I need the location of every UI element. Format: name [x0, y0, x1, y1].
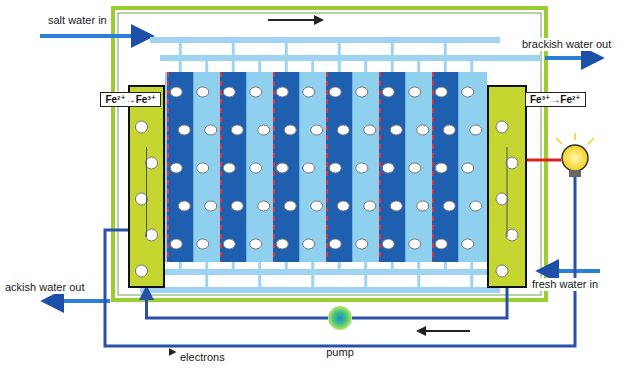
- outlet-arrow: [545, 56, 600, 60]
- inlet-arrow: [40, 34, 150, 38]
- pump-symbol: [310, 306, 370, 332]
- light-bulb: [556, 133, 594, 177]
- flow-label: brackish water out: [520, 38, 613, 51]
- pump-label: pump: [310, 346, 370, 358]
- reaction-label: Fe³⁺→Fe²⁺: [525, 92, 586, 107]
- fresh-manifold: [160, 269, 520, 275]
- membrane-channels: [167, 43, 485, 287]
- pump-node: pump: [310, 306, 370, 364]
- electrode-compartment: Fe³⁺→Fe²⁺: [487, 85, 527, 288]
- flow-label: electrons: [178, 351, 227, 364]
- flow-label: salt water in: [46, 14, 109, 27]
- electron-arrow: [150, 351, 175, 353]
- inlet-arrow: [540, 269, 600, 273]
- iron-ions: [130, 87, 163, 286]
- rinse-pipe: [147, 288, 329, 318]
- outlet-arrow: [45, 299, 110, 303]
- stack-body: [165, 72, 487, 262]
- electrode-compartment: Fe²⁺→Fe³⁺: [128, 85, 165, 288]
- iron-ions: [489, 87, 525, 286]
- reaction-label: Fe²⁺→Fe³⁺: [100, 92, 161, 107]
- green-frame-inner: [118, 13, 541, 295]
- flow-arrow: [268, 19, 322, 21]
- brackish-manifold: [140, 287, 500, 293]
- flow-label: ackish water out: [3, 281, 86, 294]
- positive-wire: [527, 159, 561, 162]
- flow-arrow: [418, 330, 470, 332]
- rinse-pipe: [352, 288, 507, 318]
- green-frame: [113, 8, 546, 300]
- salt-manifold: [150, 37, 500, 43]
- brackish-manifold: [160, 55, 540, 61]
- flow-label: fresh water in: [530, 278, 600, 291]
